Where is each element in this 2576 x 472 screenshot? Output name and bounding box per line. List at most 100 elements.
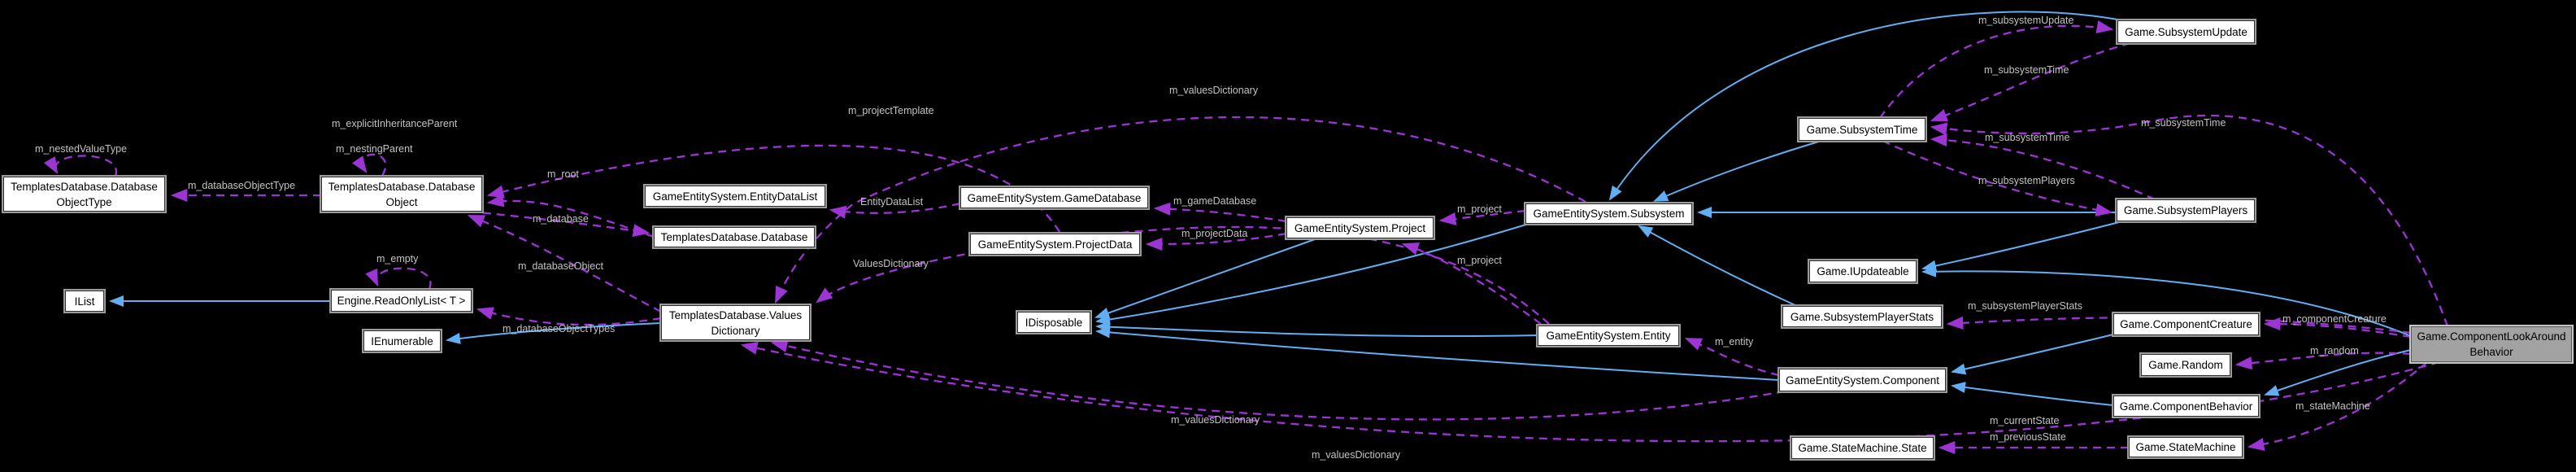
edge-label-m-gameDatabase: m_gameDatabase (1173, 195, 1257, 207)
edge-label-m-databaseObjectType: m_databaseObjectType (188, 180, 296, 191)
class-node-component-behavior[interactable]: Game.ComponentBehavior (2113, 396, 2259, 417)
edge-label-EntityDataList: EntityDataList (860, 196, 924, 208)
edge-label-m-subsystemUpdate: m_subsystemUpdate (1978, 15, 2074, 26)
class-node-subsystem[interactable]: GameEntitySystem.Subsystem (1525, 203, 1692, 224)
edge-label-m-valuesDictionary: m_valuesDictionary (1169, 85, 1259, 96)
class-node-idisposable[interactable]: IDisposable (1017, 312, 1090, 333)
class-node-label: Game.ComponentCreature (2120, 318, 2252, 330)
class-node-entity[interactable]: GameEntitySystem.Entity (1538, 326, 1679, 346)
class-node-label: Game.StateMachine.State (1798, 442, 1927, 454)
class-node-label: GameEntitySystem.ProjectData (977, 238, 1133, 251)
member-edge-member-m_databaseObject (467, 214, 662, 313)
class-node-label: Game.ComponentBehavior (2119, 400, 2253, 413)
class-node-label: IEnumerable (371, 334, 433, 347)
class-node-label: Game.Random (2148, 359, 2223, 371)
member-edge-member-m_projectData (1145, 232, 1287, 251)
edge-label-m-nestedValueType: m_nestedValueType (35, 143, 128, 155)
inheritance-edge-inherit-entity-idisposable (1095, 321, 1538, 338)
class-node-iupdateable[interactable]: Game.IUpdateable (1809, 260, 1917, 282)
member-edge-member-m_nestedValueType (43, 155, 118, 177)
class-node-player-stats[interactable]: Game.SubsystemPlayerStats (1782, 306, 1942, 327)
inheritance-edge-inherit-componentcreature-component (1951, 334, 2114, 375)
class-node-label: Behavior (2469, 346, 2513, 358)
class-node-project[interactable]: GameEntitySystem.Project (1286, 217, 1434, 238)
member-edge-member-m_subsystemPlayerStats (1946, 316, 2412, 334)
edge-label-m-databaseObjectTypes: m_databaseObjectTypes (503, 323, 616, 334)
inheritance-edge-inherit-component-idisposable (1095, 326, 1780, 381)
member-edge-member-m_empty (365, 267, 432, 290)
edge-label-m-subsystemTime: m_subsystemTime (2141, 117, 2226, 129)
member-edge-member-m_project-subsystem (1438, 209, 1526, 225)
inheritance-edge-inherit-clab-componentbehavior (2264, 349, 2412, 396)
member-edge-member-m_stateMachine (2247, 361, 2428, 451)
class-node-label: GameEntitySystem.Component (1785, 374, 1940, 387)
class-node-entity-data-list[interactable]: GameEntitySystem.EntityDataList (645, 186, 825, 207)
edge-label-m-subsystemPlayerStats: m_subsystemPlayerStats (1968, 300, 2083, 312)
member-edge-member-m_subsystemPlayers (1882, 139, 2113, 216)
class-node-label: Game.ComponentLookAround (2417, 330, 2566, 343)
member-edge-member-m_subsystemTime-players (1930, 133, 2156, 201)
class-node-ienumerable[interactable]: IEnumerable (363, 330, 441, 352)
class-node-project-data[interactable]: GameEntitySystem.ProjectData (970, 234, 1140, 255)
class-node-td-database[interactable]: TemplatesDatabase.Database (654, 227, 815, 247)
class-node-component-creature[interactable]: Game.ComponentCreature (2113, 313, 2259, 335)
member-edge-member-m_subsystemTime-update (1930, 42, 2131, 122)
edge-label-m-valuesDictionary: m_valuesDictionary (1171, 414, 1260, 426)
class-node-label: GameEntitySystem.Project (1294, 221, 1426, 234)
class-node-label: Game.SubsystemPlayers (2123, 204, 2248, 216)
class-node-label: IList (74, 295, 95, 308)
edge-label-m-stateMachine: m_stateMachine (2295, 400, 2370, 412)
class-node-ilist[interactable]: IList (65, 291, 104, 312)
member-edge-member-m_gameDatabase (1153, 202, 1287, 223)
class-node-label: Engine.ReadOnlyList< T > (337, 295, 466, 307)
member-edge-member-m_componentCreature (2263, 317, 2412, 339)
class-node-game-database[interactable]: GameEntitySystem.GameDatabase (960, 187, 1148, 208)
class-node-state[interactable]: Game.StateMachine.State (1791, 437, 1934, 459)
edge-label-ValuesDictionary: ValuesDictionary (853, 258, 929, 269)
class-node-random[interactable]: Game.Random (2141, 354, 2230, 376)
class-node-readonly-list[interactable]: Engine.ReadOnlyList< T > (331, 290, 472, 312)
class-node-subsystem-time[interactable]: Game.SubsystemTime (1799, 118, 1925, 141)
inheritance-edge-inherit-subsystemupdate-subsystem (1608, 11, 2123, 201)
class-node-label: TemplatesDatabase.Database (328, 180, 476, 193)
edge-label-m-subsystemTime: m_subsystemTime (1985, 132, 2070, 143)
class-node-label: TemplatesDatabase.Values (668, 308, 803, 321)
edge-label-m-projectData: m_projectData (1181, 228, 1248, 239)
edge-label-m-valuesDictionary: m_valuesDictionary (1312, 449, 1401, 461)
class-node-label: Game.IUpdateable (1817, 265, 1909, 278)
member-edge-member-m_project-entity (1401, 243, 1542, 325)
edge-label-m-componentCreature: m_componentCreature (2282, 313, 2387, 325)
member-edge-member-m_subsystemTime-clab (1930, 114, 2449, 327)
class-node-label: Game.SubsystemPlayerStats (1790, 310, 1934, 323)
inheritance-edge-inherit-playerstats-subsystem (1638, 225, 1798, 307)
edge-label-m-random: m_random (2310, 345, 2359, 356)
class-node-label: TemplatesDatabase.Database (660, 231, 808, 243)
inheritance-edge-inherit-subsystemplayers-iupdateable (1921, 221, 2123, 272)
edge-label-m-subsystemTime: m_subsystemTime (1984, 64, 2069, 76)
edge-label-m-database: m_database (533, 213, 589, 225)
class-node-label: GameEntitySystem.GameDatabase (967, 191, 1142, 204)
edge-label-m-subsystemPlayers: m_subsystemPlayers (1978, 175, 2075, 186)
class-node-label: Game.StateMachine (2135, 441, 2236, 453)
member-edge-member-m_database (455, 208, 651, 238)
inheritance-edge-inherit-subsystem-idisposable (1095, 223, 1530, 326)
edge-label-m-explicitInheritanceParent: m_explicitInheritanceParent (332, 118, 458, 129)
edge-label-m-project: m_project (1457, 255, 1502, 266)
inheritance-edge-inherit-project-idisposable (1094, 238, 1318, 319)
member-edge-member-EntityDataList (829, 202, 961, 219)
edge-label-m-empty: m_empty (376, 253, 419, 264)
inheritance-edge-inherit-valuesdictionary-ienumerable (446, 322, 662, 344)
inheritance-edge-inherit-componentbehavior-component (1951, 382, 2114, 406)
edge-label-m-databaseObject: m_databaseObject (518, 260, 603, 272)
inheritance-edge-inherit-clab-iupdateable (1921, 265, 2412, 337)
edge-label-m-currentState: m_currentState (1990, 415, 2060, 426)
class-node-component[interactable]: GameEntitySystem.Component (1779, 369, 1946, 391)
class-node-state-machine[interactable]: Game.StateMachine (2129, 437, 2243, 457)
class-node-subsystem-update[interactable]: Game.SubsystemUpdate (2117, 20, 2255, 43)
class-node-subsystem-players[interactable]: Game.SubsystemPlayers (2117, 199, 2255, 221)
